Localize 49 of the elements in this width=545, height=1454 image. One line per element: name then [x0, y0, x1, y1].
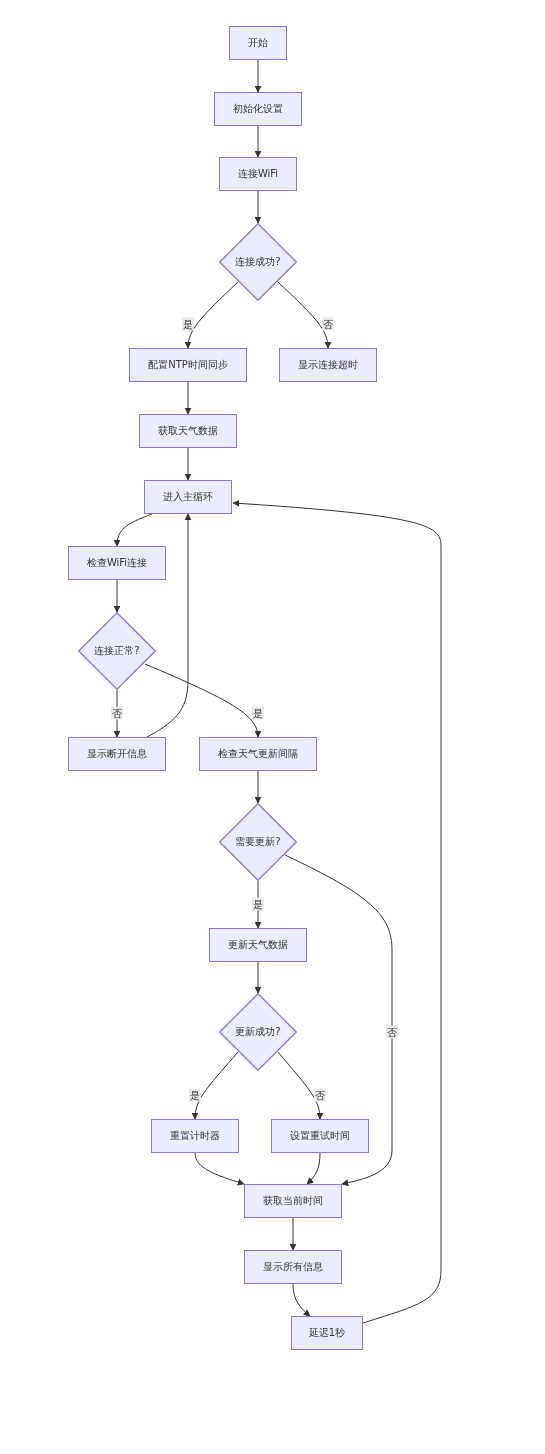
process-box: 设置重试时间: [271, 1119, 369, 1153]
arrow: [254, 59, 262, 93]
process-box: 延迟1秒: [291, 1316, 363, 1350]
arrow: [277, 1051, 324, 1120]
process-box: 显示连接超时: [279, 348, 377, 382]
process-box: 更新天气数据: [209, 928, 307, 962]
arrow: [277, 281, 332, 349]
edge-label: 否: [386, 1025, 398, 1039]
edge-label: 否: [314, 1088, 326, 1102]
edge-label: 否: [111, 706, 123, 720]
arrow: [254, 770, 262, 804]
process-box: 获取当前时间: [244, 1184, 342, 1218]
arrow: [292, 1283, 311, 1317]
edge-label: 否: [322, 317, 334, 331]
arrow: [191, 1051, 239, 1120]
decision-diamond: 连接正常?: [78, 612, 156, 690]
process-box: 开始: [229, 26, 287, 60]
arrow: [113, 513, 153, 547]
process-box: 显示断开信息: [68, 737, 166, 771]
process-box: 检查WiFi连接: [68, 546, 166, 580]
arrow: [194, 1152, 245, 1186]
decision-diamond: 连接成功?: [219, 223, 297, 301]
process-box: 显示所有信息: [244, 1250, 342, 1284]
arrow: [146, 513, 192, 738]
process-box: 获取天气数据: [139, 414, 237, 448]
arrow: [113, 579, 121, 613]
arrow: [284, 854, 393, 1187]
edge-label: 是: [252, 897, 264, 911]
arrow: [184, 381, 192, 415]
process-box: 重置计时器: [151, 1119, 239, 1153]
edge-label: 是: [189, 1088, 201, 1102]
arrow: [254, 125, 262, 158]
arrow: [289, 1217, 297, 1251]
arrow: [184, 447, 192, 481]
process-box: 进入主循环: [144, 480, 232, 514]
process-box: 连接WiFi: [219, 157, 297, 191]
arrow: [254, 190, 262, 224]
arrow: [254, 961, 262, 994]
arrow: [184, 281, 239, 349]
process-box: 检查天气更新间隔: [199, 737, 317, 771]
arrow: [306, 1152, 321, 1185]
arrow: [232, 499, 442, 1324]
decision-diamond: 需要更新?: [219, 803, 297, 881]
process-box: 配置NTP时间同步: [129, 348, 247, 382]
edge-label: 是: [252, 706, 264, 720]
process-box: 初始化设置: [214, 92, 302, 126]
arrow: [144, 663, 261, 738]
decision-diamond: 更新成功?: [219, 993, 297, 1071]
edge-label: 是: [182, 317, 194, 331]
